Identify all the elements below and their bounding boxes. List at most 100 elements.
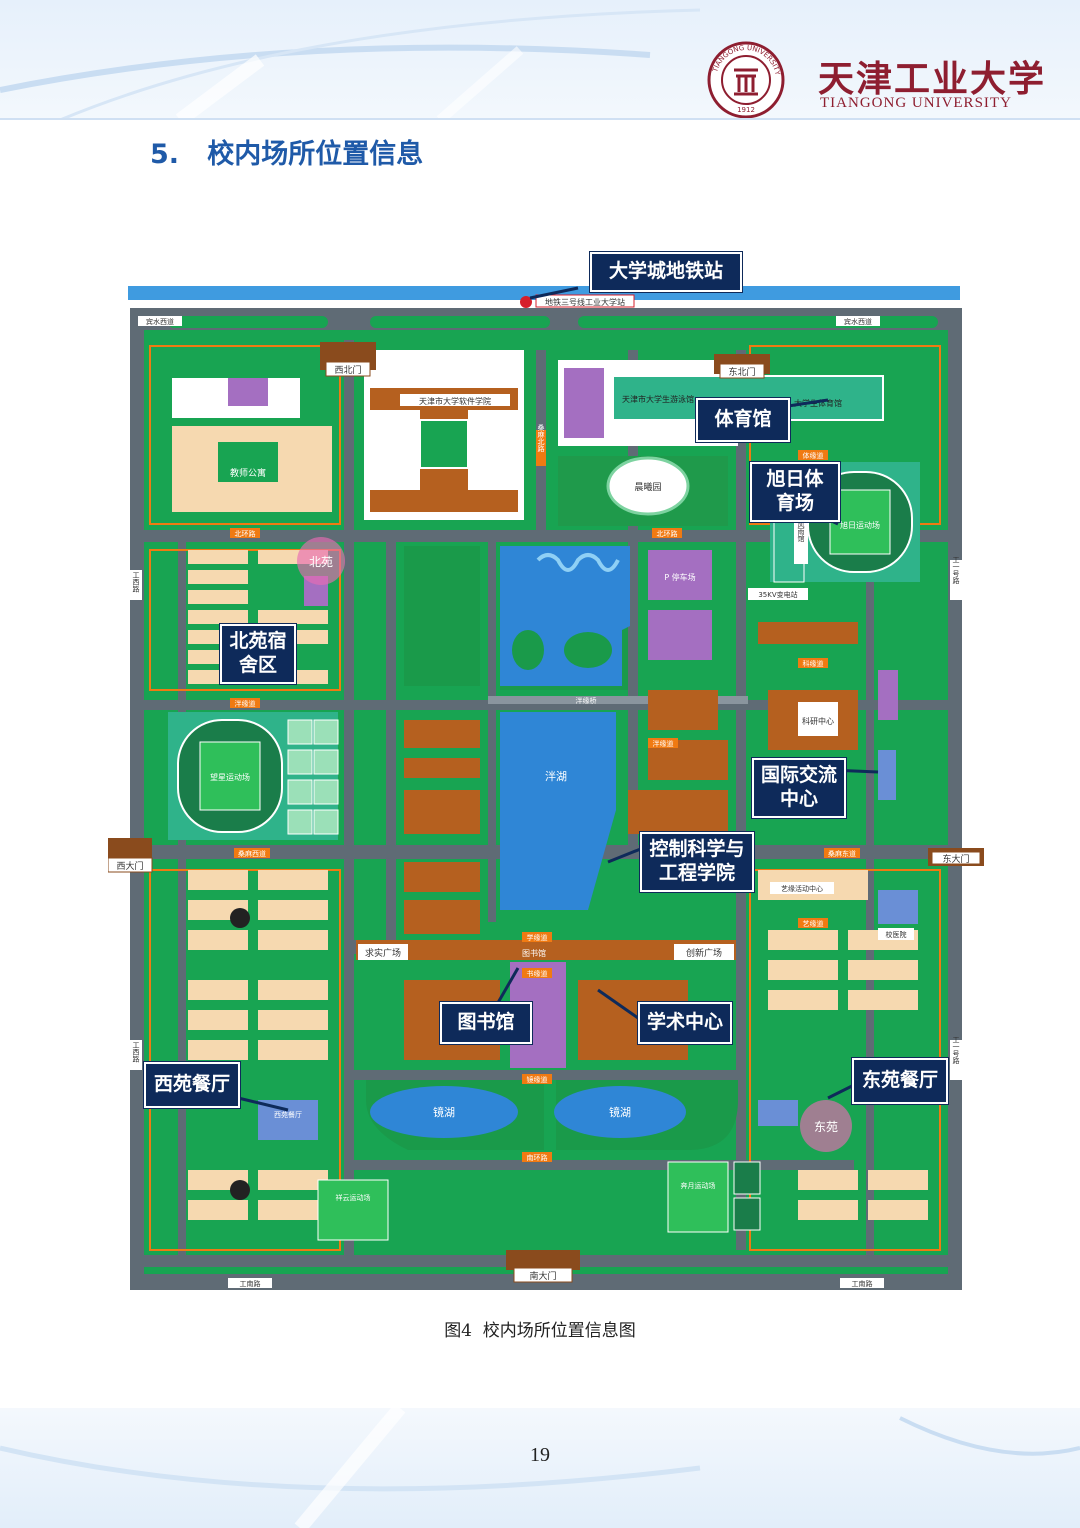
callout-control-line1: 控制科学与: [649, 838, 745, 861]
station-35kv-label: 35KV变电站: [758, 590, 797, 599]
callout-dongyuan-canteen: 东苑餐厅: [852, 1058, 948, 1104]
callout-intl-line2: 中心: [779, 788, 818, 810]
chenxi-label: 晨曦园: [634, 481, 661, 493]
east-mid-buildings: [628, 622, 858, 834]
callout-library: 图书馆: [440, 1002, 532, 1044]
river: [128, 286, 960, 300]
yanghu-label: 泮湖: [545, 769, 567, 783]
chenxi-garden: [606, 456, 690, 516]
keyan-label: 科研中心: [802, 716, 834, 726]
campus-map-svg: 教师公寓 天津市大学软件学院 天津市大学生游泳馆 大学生体育馆 晨曦园 旭日运动…: [107, 286, 984, 1290]
xiangyun-label: 祥云运动场: [336, 1193, 371, 1202]
callout-beiyuan-line1: 北苑宿: [229, 630, 287, 653]
dongyuan-label: 东苑: [814, 1120, 838, 1134]
callout-intl: 国际交流 中心: [752, 758, 846, 818]
seal-year: 1912: [737, 106, 755, 114]
benyue-label: 奔月运动场: [681, 1181, 716, 1190]
xiaoyi-label: 校医院: [886, 930, 907, 939]
gongxi-2-label: 工西路: [132, 1042, 140, 1064]
callout-xiyuan-canteen: 西苑餐厅: [144, 1062, 240, 1108]
yanghuan-e-label: 泮缘道: [653, 739, 674, 748]
jing-lake-east: [554, 1086, 686, 1138]
header-divider: [0, 118, 1080, 120]
nw-gate-label: 西北门: [334, 364, 361, 376]
parking-2: [648, 610, 712, 660]
campus-map: 教师公寓 天津市大学软件学院 天津市大学生游泳馆 大学生体育馆 晨曦园 旭日运动…: [107, 250, 988, 1295]
tiyuan-label: 体缘道: [803, 451, 824, 460]
section-title: 5. 校内场所位置信息: [150, 139, 424, 170]
south-gate-label: 南大门: [529, 1270, 556, 1282]
bingshui-w-label: 宾水西道: [146, 317, 174, 326]
gates: 西北门 东北门 西大门 东大门 南大门: [107, 342, 984, 1283]
footer-decoration: [0, 1408, 1080, 1528]
beihuan-w-label: 北环路: [235, 529, 256, 538]
beiyuan-label: 北苑: [309, 555, 333, 569]
yiyuan-center-label: 艺缘活动中心: [781, 884, 823, 893]
sangma-n-label: 桑麻北路: [537, 423, 545, 453]
callout-xuri-line1: 旭日体: [766, 468, 824, 491]
callout-beiyuan-dorm: 北苑宿 舍区: [220, 624, 296, 684]
gongnan-e-label: 工南路: [852, 1279, 873, 1288]
yanghuan-w-label: 泮缘道: [235, 699, 256, 708]
sangma-w-label: 桑麻西道: [238, 849, 266, 858]
metro-line-label: 地铁三号线工业大学站: [545, 297, 625, 307]
callout-beiyuan-line2: 舍区: [238, 654, 277, 676]
callout-academic: 学术中心: [638, 1002, 732, 1044]
callout-xuri: 旭日体 育场: [750, 462, 840, 522]
east-gate-label: 东大门: [942, 853, 969, 865]
dongyuan-marker: [800, 1100, 852, 1152]
metro-icon: [520, 296, 532, 308]
gongxi-1-label: 工西路: [132, 572, 140, 594]
jinghu-w-label: 镜湖: [433, 1105, 455, 1119]
keyuan-label: 科缘道: [803, 659, 824, 668]
yiyuan-label: 艺缘道: [803, 919, 824, 928]
parking-1: [648, 550, 712, 600]
rifeng-label: 日风雨馆: [797, 514, 805, 543]
chuangxin-label: 创新广场: [686, 947, 722, 959]
gongyi-2-label: 工一号路: [952, 1036, 960, 1065]
yang-lake-south: [500, 712, 616, 910]
callout-control-line2: 工程学院: [658, 862, 735, 884]
xiangyun-field: [317, 1179, 389, 1241]
shuyuan-label: 书缘道: [527, 969, 548, 978]
page-header: TIANGONG UNIVERSITY 1912 天津工业大学 TIANGONG…: [0, 0, 1080, 120]
benyue-field: [667, 1161, 729, 1233]
parking-label: P 停车场: [664, 572, 695, 582]
beihuan-e-label: 北环路: [657, 529, 678, 538]
wangxing-label: 望星运动场: [210, 772, 250, 782]
bingshui-e-label: 宾水西道: [844, 317, 872, 326]
sangma-e-label: 桑麻东道: [828, 849, 856, 858]
university-seal: TIANGONG UNIVERSITY 1912: [706, 40, 786, 120]
gongyi-1-label: 工一号路: [952, 556, 960, 585]
figure-caption: 图4 校内场所位置信息图: [444, 1321, 636, 1341]
ne-gate-label: 东北门: [728, 366, 755, 378]
software-college-label: 天津市大学软件学院: [419, 396, 491, 406]
academic-buildings: [404, 720, 480, 934]
callout-gym: 体育馆: [696, 398, 790, 442]
jing-lake-west: [370, 1086, 518, 1138]
qiushi-label: 求实广场: [365, 947, 401, 959]
swim-label: 天津市大学生游泳馆: [622, 394, 694, 404]
header-decoration: [0, 8, 701, 120]
bridge-label: 泮缘桥: [576, 696, 597, 705]
page-footer: [0, 1408, 1080, 1528]
university-name-en: TIANGONG UNIVERSITY: [820, 95, 1012, 111]
jinghu-e-label: 镜湖: [609, 1105, 631, 1119]
callout-metro: 大学城地铁站: [590, 252, 742, 292]
university-name-cn: 天津工业大学: [818, 58, 1047, 100]
library-small-label: 图书馆: [522, 948, 546, 958]
nanhuan-label: 南环路: [527, 1153, 548, 1162]
jingyuan-label: 镜缘道: [527, 1075, 548, 1084]
beiyuan-marker: [297, 537, 345, 585]
teacher-apt-label: 教师公寓: [230, 467, 266, 479]
gongnan-w-label: 工南路: [240, 1279, 261, 1288]
xuri-field-label: 旭日运动场: [840, 520, 880, 530]
callout-xuri-line2: 育场: [775, 492, 814, 514]
west-gate-label: 西大门: [116, 860, 143, 872]
xueyuan-label: 学缘道: [527, 933, 548, 942]
callout-control: 控制科学与 工程学院: [640, 832, 754, 892]
callout-intl-line1: 国际交流: [760, 764, 837, 787]
xiyuan-canteen-small: 西苑餐厅: [274, 1110, 302, 1119]
page-number: 19: [530, 1444, 550, 1466]
library-strip: [356, 940, 736, 960]
